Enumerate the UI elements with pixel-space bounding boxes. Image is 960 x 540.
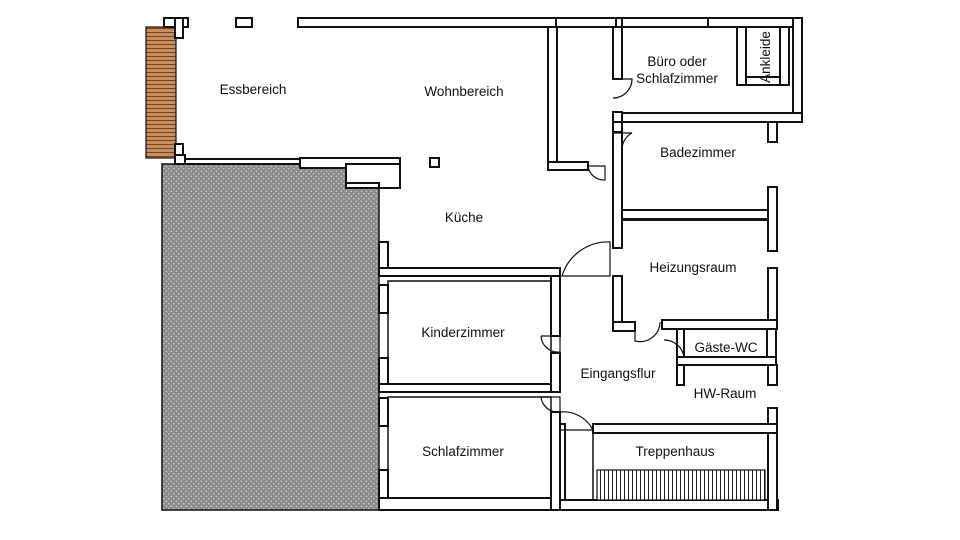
room-label-buero-line1: Büro oder [647,54,707,69]
room-label-treppenhaus: Treppenhaus [635,444,714,459]
terrace [161,163,380,511]
room-label-wohnbereich: Wohnbereich [424,84,503,99]
room-label-heizungsraum: Heizungsraum [649,260,736,275]
room-label-ankleide: Ankleide [758,31,773,83]
chimney [145,26,177,159]
room-label-hw-raum: HW-Raum [694,386,757,401]
room-label-gaeste-wc: Gäste-WC [694,340,757,355]
room-label-kueche: Küche [445,210,483,225]
room-label-kinderzimmer: Kinderzimmer [421,325,505,340]
doors [540,78,685,431]
room-label-buero-line2: Schlafzimmer [636,71,718,86]
walls [163,17,803,511]
room-label-badezimmer: Badezimmer [660,145,736,160]
room-label-essbereich: Essbereich [220,82,287,97]
room-label-schlafzimmer: Schlafzimmer [422,444,504,459]
stairs [596,469,766,501]
room-label-eingangsflur: Eingangsflur [580,366,656,381]
